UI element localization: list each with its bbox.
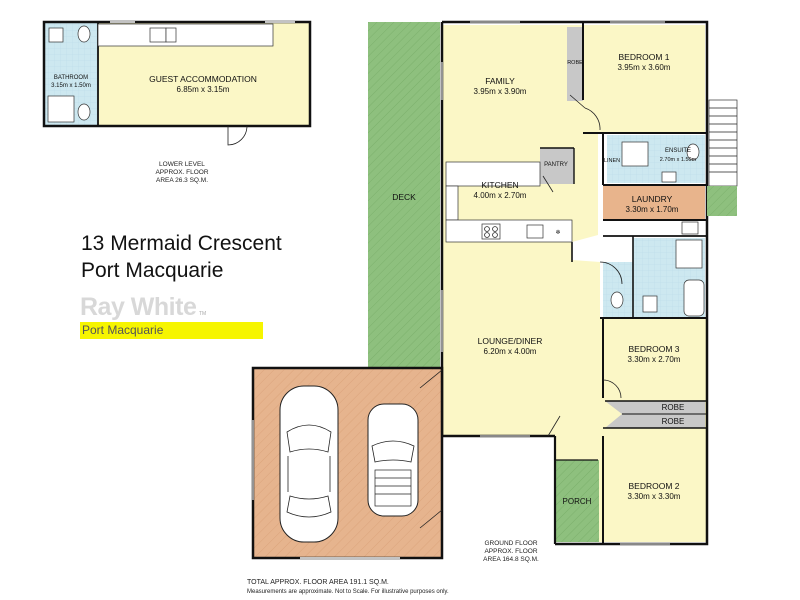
family-size: 3.95m x 3.90m	[474, 87, 527, 96]
kitchen-bench	[445, 219, 573, 243]
deck-area	[368, 22, 440, 368]
kitchen-name: KITCHEN	[481, 180, 518, 190]
pantry-door	[542, 175, 554, 193]
lounge-name: LOUNGE/DINER	[478, 336, 543, 346]
fridge-mark-icon: ❄	[555, 229, 560, 236]
kitchen-island	[445, 161, 541, 187]
linen-label: LINEN	[604, 158, 620, 164]
sink-icon	[149, 27, 167, 43]
ground-area-line1: GROUND FLOOR	[484, 540, 537, 547]
pantry-label: PANTRY	[544, 162, 568, 168]
ground-floor: DECK	[368, 20, 738, 546]
agency-logo: Ray White	[80, 293, 197, 321]
guest-bath-name: BATHROOM	[54, 75, 88, 81]
pantry-area	[540, 148, 574, 184]
robe1-area	[567, 27, 583, 101]
car-icon	[279, 385, 339, 543]
oven-icon	[526, 224, 544, 239]
basin-icon	[642, 295, 658, 313]
robe-a-area	[605, 401, 705, 414]
laundry-area	[603, 186, 705, 220]
toilet-icon	[610, 291, 624, 309]
kitchenette-bench	[97, 23, 274, 47]
total-area: TOTAL APPROX. FLOOR AREA 191.1 SQ.M.	[247, 579, 389, 586]
bedroom2-size: 3.30m x 3.30m	[628, 492, 681, 501]
office-highlight	[80, 322, 263, 339]
stairs-icon	[708, 99, 738, 187]
lounge-size: 6.20m x 4.00m	[484, 347, 537, 356]
shower-icon	[621, 141, 649, 167]
lower-level: GUEST ACCOMMODATION 6.85m x 3.15m BATHRO…	[42, 20, 312, 146]
wc-area	[603, 262, 633, 318]
side-landing	[707, 186, 737, 216]
guest-bath-size: 3.15m x 1.50m	[51, 83, 91, 89]
guest-room-name: GUEST ACCOMMODATION	[149, 74, 257, 84]
bath-icon	[683, 279, 705, 317]
lower-area-line3: AREA 26.3 SQ.M.	[156, 177, 208, 184]
shower-icon	[675, 239, 703, 269]
family-name: FAMILY	[485, 76, 515, 86]
lower-area-line1: LOWER LEVEL	[159, 161, 205, 168]
toilet-icon	[77, 25, 91, 43]
robe1-label: ROBE	[567, 60, 583, 66]
cooktop-icon	[481, 223, 501, 240]
ensuite-name: ENSUITE	[665, 148, 691, 154]
shower-icon	[47, 95, 75, 123]
bedroom1-size: 3.95m x 3.60m	[618, 63, 671, 72]
robe-door	[569, 94, 586, 109]
guest-room-size: 6.85m x 3.15m	[177, 85, 230, 94]
agency-trademark: TM	[199, 311, 207, 317]
garage	[251, 366, 444, 560]
deck-label: DECK	[392, 192, 416, 202]
address-line2: Port Macquarie	[81, 259, 224, 282]
laundry-tub-icon	[681, 221, 699, 235]
robe-a-label: ROBE	[662, 403, 685, 412]
sink-icon	[445, 185, 459, 221]
bedroom2-name: BEDROOM 2	[628, 481, 679, 491]
ground-area-line3: AREA 164.8 SQ.M.	[483, 556, 539, 563]
bedroom3-size: 3.30m x 2.70m	[628, 355, 681, 364]
bedroom1-area	[583, 25, 705, 133]
kitchen-size: 4.00m x 2.70m	[474, 191, 527, 200]
porch-label: PORCH	[563, 497, 592, 506]
office-name: Port Macquarie	[82, 323, 164, 337]
address-line1: 13 Mermaid Crescent	[81, 232, 282, 255]
laundry-size: 3.30m x 1.70m	[626, 205, 679, 214]
toilet-icon	[686, 143, 700, 161]
bedroom3-name: BEDROOM 3	[628, 344, 679, 354]
laundry-name: LAUNDRY	[632, 194, 673, 204]
robe-b-area	[605, 414, 705, 428]
entry-door	[547, 415, 561, 437]
suv-icon	[367, 403, 419, 517]
ensuite-size: 2.70m x 1.50m	[660, 157, 697, 163]
bedroom1-name: BEDROOM 1	[618, 52, 669, 62]
porch-area	[555, 460, 599, 542]
guest-door	[227, 125, 248, 146]
basin-icon	[48, 27, 64, 43]
disclaimer: Measurements are approximate. Not to Sca…	[247, 589, 449, 595]
ground-area-line2: APPROX. FLOOR	[484, 548, 537, 555]
lower-area-line2: APPROX. FLOOR	[155, 169, 208, 176]
robe-b-label: ROBE	[662, 417, 685, 426]
